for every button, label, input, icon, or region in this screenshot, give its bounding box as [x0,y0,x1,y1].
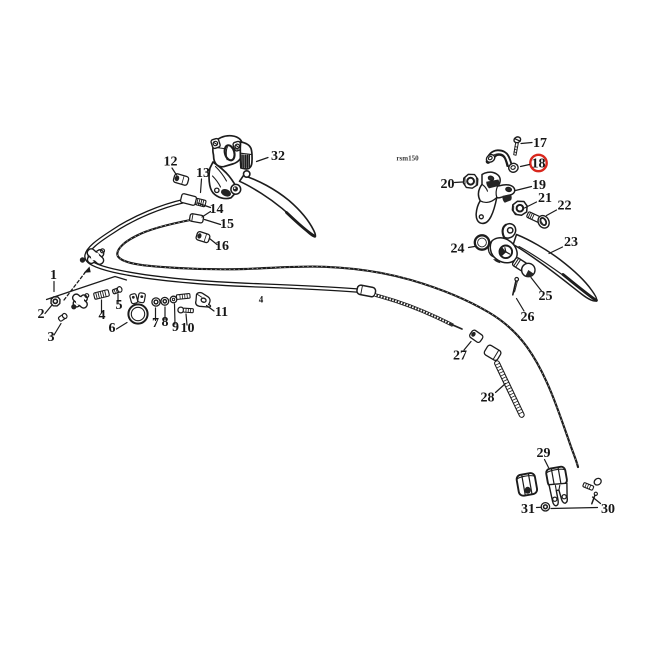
svg-text:rsm150: rsm150 [396,155,419,163]
svg-text:3: 3 [48,330,55,345]
svg-text:4: 4 [259,295,264,305]
svg-text:1: 1 [50,268,57,283]
svg-text:14: 14 [210,202,224,217]
svg-text:31: 31 [521,502,535,517]
svg-text:16: 16 [215,239,229,254]
svg-text:23: 23 [564,235,578,250]
svg-text:20: 20 [441,177,455,192]
svg-text:7: 7 [152,316,159,331]
svg-text:21: 21 [538,191,552,206]
svg-text:12: 12 [164,155,178,170]
svg-text:22: 22 [558,199,572,214]
svg-text:24: 24 [451,242,465,257]
svg-text:10: 10 [181,321,195,336]
svg-text:17: 17 [533,136,547,151]
svg-text:32: 32 [271,149,285,164]
svg-text:26: 26 [521,310,535,325]
svg-text:2: 2 [38,307,45,322]
svg-text:15: 15 [220,217,234,232]
svg-text:8: 8 [162,315,169,330]
svg-text:5: 5 [116,298,123,313]
svg-text:11: 11 [215,305,228,320]
svg-text:29: 29 [537,446,551,461]
svg-text:6: 6 [109,321,116,336]
svg-text:25: 25 [539,289,553,304]
svg-text:13: 13 [196,166,210,181]
svg-text:27: 27 [453,349,467,364]
svg-text:28: 28 [481,391,495,406]
svg-text:19: 19 [532,178,546,193]
svg-text:30: 30 [601,502,615,517]
svg-text:4: 4 [99,308,106,323]
svg-text:18: 18 [532,157,546,172]
svg-text:9: 9 [172,320,179,335]
